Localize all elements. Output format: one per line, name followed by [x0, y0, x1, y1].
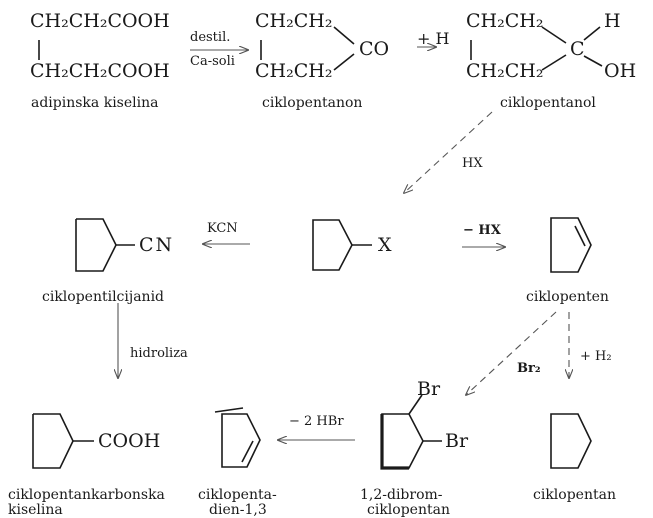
cyclopentene-ring [550, 217, 592, 273]
hydrogenation-reagent: + H₂ [580, 349, 612, 364]
cyclopentanol-c: C [570, 38, 585, 60]
adipic-line2: CH₂CH₂COOH [30, 60, 170, 82]
cyclopentanol-oh: OH [604, 60, 637, 82]
cyclopentanol-c-h-bond [583, 26, 601, 41]
step3-reagent: HX [462, 156, 483, 171]
cyclopentanone-line1: CH₂CH₂ [255, 10, 333, 32]
cyclopentane-label: ciklopentan [533, 487, 616, 503]
acid-label-line2: kiselina [8, 502, 63, 518]
dibromo-br1: Br [417, 378, 441, 400]
cyclopentanol-label: ciklopentanol [500, 95, 596, 111]
cyclopentanol-lower-bond [541, 54, 567, 71]
kcn-reagent: KCN [207, 221, 238, 236]
cyclopentanol-line2: CH₂CH₂ [466, 60, 544, 82]
cyclopentanone-lower-bond [333, 53, 355, 71]
dibromo-bold-edge [380, 414, 409, 470]
step1-bottom-label: Ca-soli [190, 54, 235, 69]
cyclopentanone-label: ciklopentanon [262, 95, 363, 111]
adipic-line1: CH₂CH₂COOH [30, 10, 170, 32]
dibromo-label-line2: ciklopentan [367, 502, 450, 518]
hbr-reagent: − 2 HBr [289, 414, 344, 429]
diene-ring [221, 413, 261, 468]
adipic-label: adipinska kiselina [31, 95, 159, 111]
arrow-hx [404, 111, 493, 193]
acid-cooh: COOH [98, 430, 161, 452]
diene-label-line2: dien-1,3 [209, 502, 267, 518]
dibromo-label-line1: 1,2-dibrom- [360, 487, 443, 503]
halide-x: X [378, 234, 392, 256]
diene-double-bond-right [241, 440, 254, 463]
nitrile-ring [75, 218, 117, 272]
cyclopentanol-line1: CH₂CH₂ [466, 10, 544, 32]
hydrolysis-reagent: hidroliza [130, 346, 188, 361]
cyclopentene-double-bond [574, 225, 586, 247]
diene-double-bond-top [214, 407, 244, 413]
cyclopentene-label: ciklopenten [526, 289, 609, 305]
dibromo-br2: Br [445, 430, 469, 452]
dibromo-br1-bond [408, 394, 423, 415]
arrow-bromination [466, 311, 557, 395]
diene-label-line1: ciklopenta- [198, 487, 277, 503]
dibromo-ring [381, 413, 424, 469]
bromination-reagent: Br₂ [517, 361, 541, 376]
cyclopentanol-c-oh-bond [583, 55, 603, 67]
nitrile-label: ciklopentilcijanid [42, 289, 165, 305]
acid-label-line1: ciklopentankarbonska [8, 487, 165, 503]
cyclopentanone-co: CO [359, 38, 390, 60]
step1-top-label: destil. [190, 30, 231, 45]
halide-ring [312, 219, 353, 271]
cyclopentanone-upper-bond [333, 26, 355, 45]
cyclopentanol-upper-bond [541, 26, 567, 44]
elimination-reagent: − HX [463, 223, 501, 238]
step2-reagent: + H [417, 29, 450, 48]
nitrile-cn: CN [139, 234, 175, 256]
cyclopentane-ring [550, 413, 592, 469]
cyclopentanone-line2: CH₂CH₂ [255, 60, 333, 82]
acid-ring [32, 413, 74, 469]
cyclopentanol-h: H [604, 10, 621, 32]
